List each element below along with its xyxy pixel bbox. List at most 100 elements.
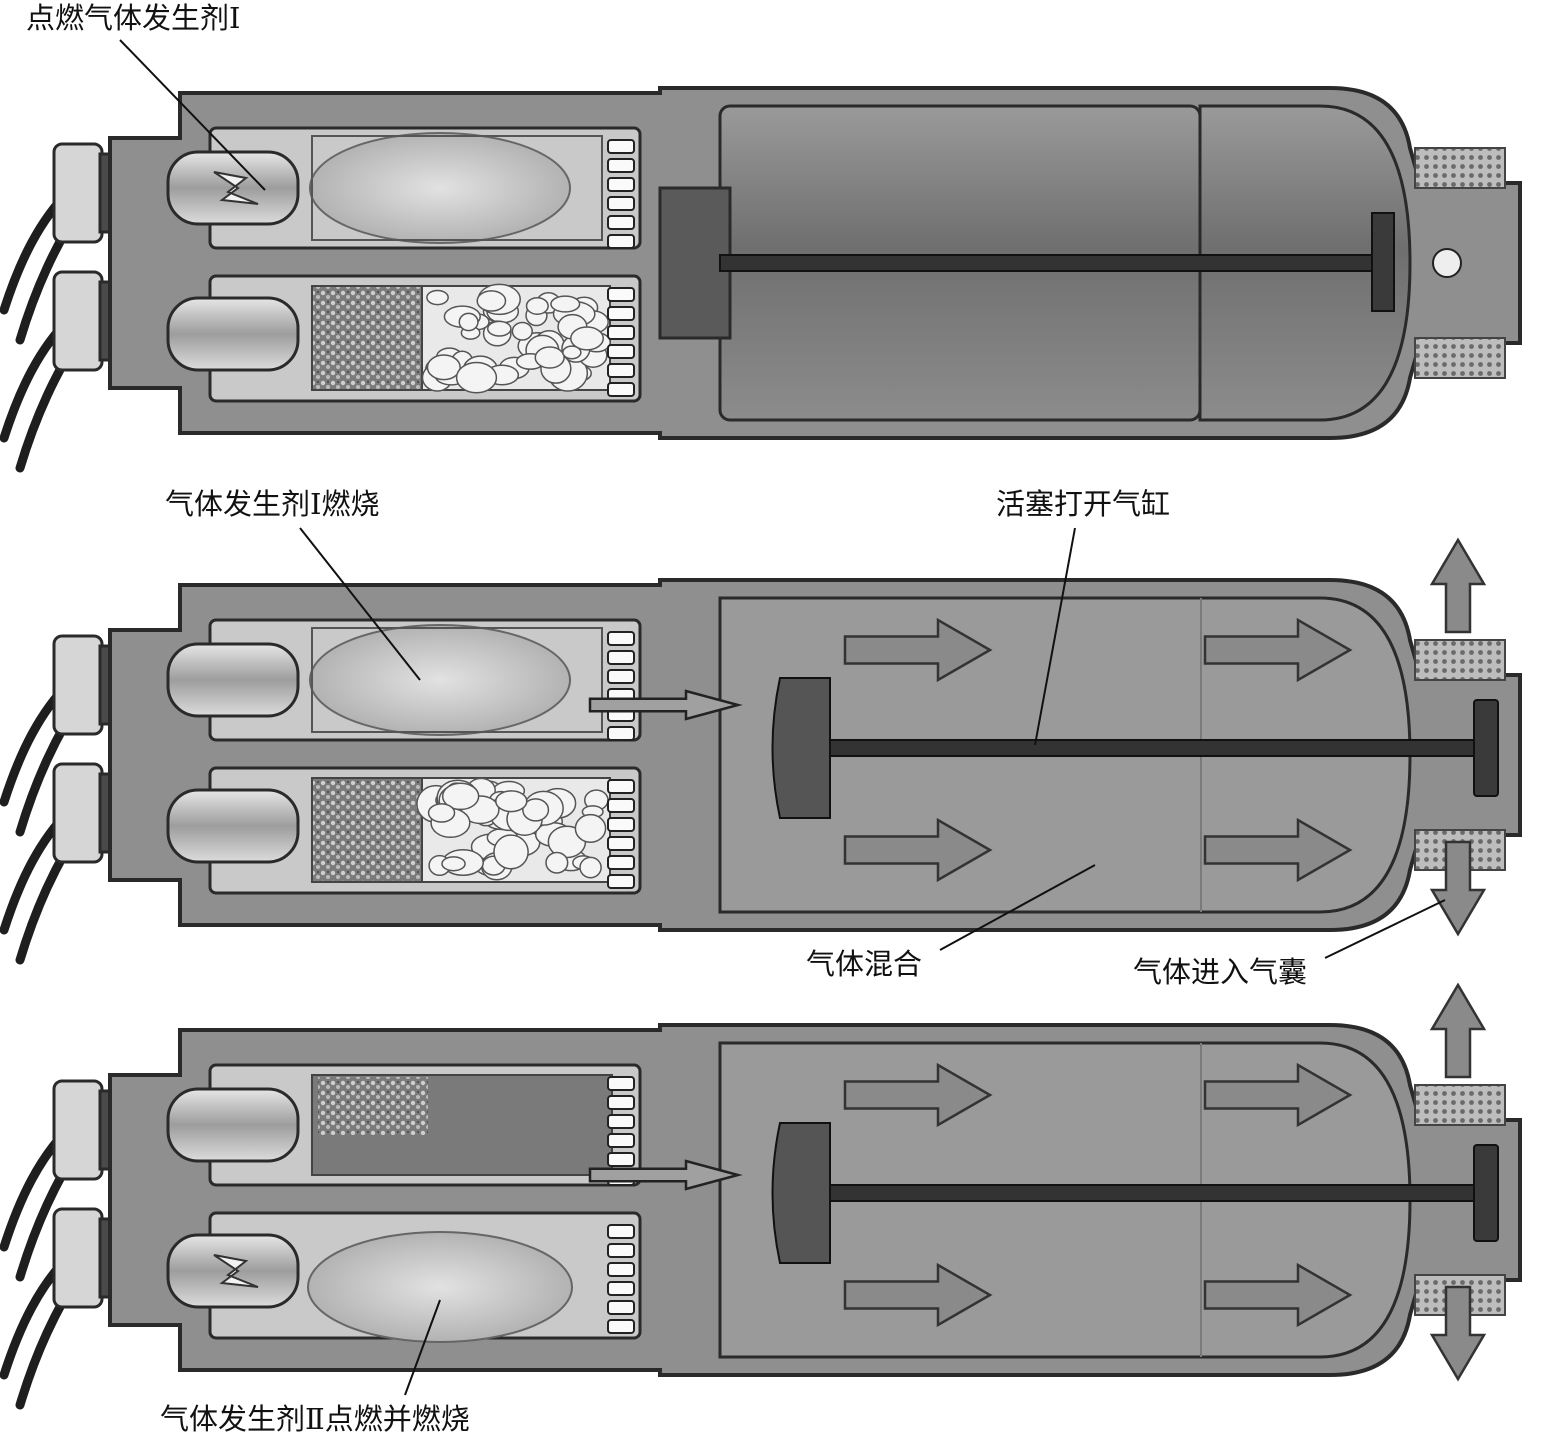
piston-head <box>1473 699 1499 797</box>
label-generator-1-burning: 气体发生剂Ⅰ燃烧 <box>165 487 380 521</box>
spark-icon <box>213 171 259 205</box>
charge-frame-upper <box>311 135 603 241</box>
charge-frame-upper <box>311 627 603 733</box>
filter-slot <box>607 363 635 378</box>
filter-slot <box>607 1319 635 1334</box>
filter-slot <box>607 1095 635 1110</box>
panel-stage-2-combustion <box>0 537 1522 965</box>
filter-slot <box>607 836 635 851</box>
initiator-igniter <box>166 296 300 372</box>
filter-grid <box>607 287 635 397</box>
leader-line <box>939 864 1096 951</box>
label-ignite-generator-1: 点燃气体发生剂Ⅰ <box>26 1 241 35</box>
propellant-pellet <box>426 354 461 381</box>
propellant-pellet <box>522 798 550 822</box>
label-gas-into-airbag: 气体进入气囊 <box>1133 955 1308 989</box>
filter-slot <box>607 1076 635 1091</box>
propellant-pellet <box>562 345 582 360</box>
diffuser-mesh <box>1414 147 1506 189</box>
propellant-pellet <box>545 851 569 874</box>
piston-head <box>1371 212 1395 312</box>
connector-plug <box>52 1079 104 1181</box>
piston-rod <box>719 254 1376 272</box>
filter-grid <box>607 139 635 249</box>
airbag-outflow-arrow <box>1429 982 1487 1079</box>
filter-slot <box>607 139 635 154</box>
filter-slot <box>607 215 635 230</box>
filter-grid <box>607 779 635 889</box>
outlet-port <box>1432 248 1462 278</box>
propellant-pellet <box>458 312 479 332</box>
propellant-pellet <box>570 326 604 351</box>
gas-flow-arrow <box>843 1062 993 1128</box>
filter-slot <box>607 382 635 397</box>
filter-slot <box>607 798 635 813</box>
label-gas-mixing: 气体混合 <box>806 947 923 981</box>
leader-line <box>1324 899 1446 959</box>
filter-slot <box>607 1243 635 1258</box>
piston-plate <box>771 677 831 819</box>
filter-slot <box>607 325 635 340</box>
filter-slot <box>607 669 635 684</box>
airbag-outflow-arrow <box>1429 537 1487 634</box>
propellant-pellet <box>493 834 529 870</box>
filter-slot <box>607 1114 635 1129</box>
panel-stage-3-second-charge <box>0 982 1522 1410</box>
airbag-outflow-arrow <box>1429 1285 1487 1382</box>
filter-slot <box>607 196 635 211</box>
filter-slot <box>607 650 635 665</box>
propellant-pellet <box>550 295 581 313</box>
initiator-igniter <box>166 788 300 864</box>
piston-head <box>1473 1144 1499 1242</box>
propellant-pellet <box>495 790 528 813</box>
propellant-pellet <box>426 289 449 306</box>
piston-rod <box>829 1184 1481 1202</box>
leader-line <box>119 39 266 191</box>
connector-plug <box>52 142 104 244</box>
filter-slot <box>607 234 635 249</box>
filter-slot <box>607 631 635 646</box>
airbag-outflow-arrow <box>1429 840 1487 937</box>
propellant-pellet <box>427 803 456 823</box>
propellant-pellet <box>574 813 607 844</box>
connector-plug <box>52 270 104 372</box>
label-piston-opens-cylinder: 活塞打开气缸 <box>996 487 1171 521</box>
burning-charge-lower <box>307 1231 573 1343</box>
propellant-pellet <box>511 321 533 341</box>
filter-slot <box>607 1262 635 1277</box>
combustion-gas-arrow <box>588 1159 743 1191</box>
filter-slot <box>607 874 635 889</box>
filter-slot <box>607 817 635 832</box>
piston-rod <box>829 739 1481 757</box>
gas-flow-arrow <box>843 617 993 683</box>
piston-plate <box>771 1122 831 1264</box>
gas-flow-arrow <box>843 817 993 883</box>
granule-bed <box>311 285 423 391</box>
diffuser-mesh <box>1414 639 1506 681</box>
filter-slot <box>607 344 635 359</box>
propellant-pellet <box>441 856 466 872</box>
label-generator-2-ignited-burning: 气体发生剂Ⅱ点燃并燃烧 <box>160 1402 470 1436</box>
filter-slot <box>607 1133 635 1148</box>
propellant-pellet <box>534 346 565 369</box>
spark-icon <box>213 1254 259 1288</box>
filter-grid <box>607 631 635 741</box>
granule-residue <box>318 1077 428 1135</box>
filter-slot <box>607 855 635 870</box>
filter-slot <box>607 177 635 192</box>
leader-line <box>1034 527 1076 746</box>
connector-plug <box>52 762 104 864</box>
gas-flow-arrow <box>1203 817 1353 883</box>
filter-slot <box>607 1224 635 1239</box>
gas-flow-arrow <box>1203 1062 1353 1128</box>
panel-stage-1-ignition <box>0 86 1522 473</box>
propellant-pellet <box>525 296 549 315</box>
filter-slot <box>607 306 635 321</box>
gas-flow-arrow <box>843 1262 993 1328</box>
propellant-pellet <box>476 290 507 312</box>
filter-grid <box>607 1224 635 1334</box>
gas-flow-arrow <box>1203 617 1353 683</box>
combustion-gas-arrow <box>588 689 743 721</box>
propellant-pellet <box>441 782 480 811</box>
filter-slot <box>607 1300 635 1315</box>
